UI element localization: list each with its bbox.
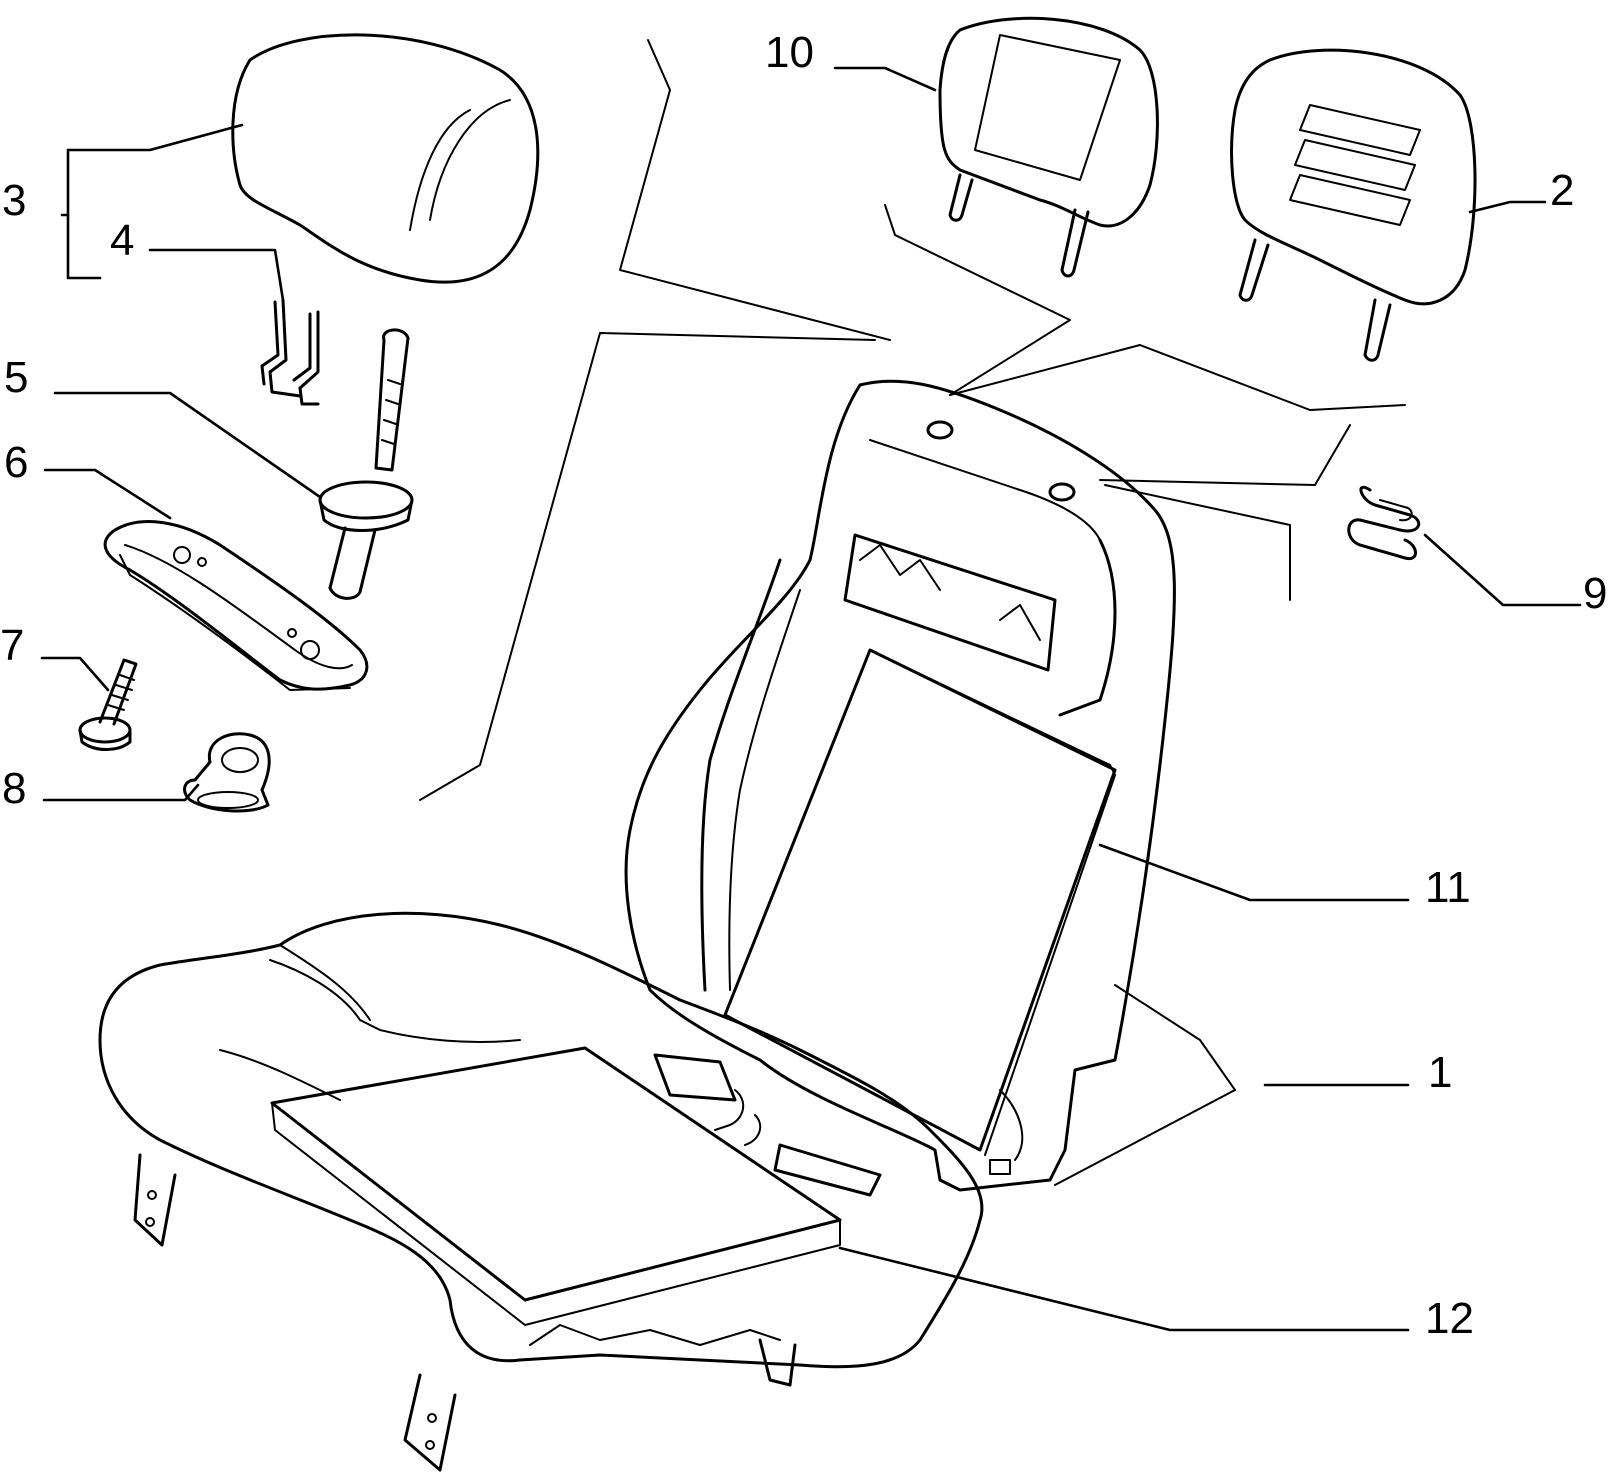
callout-5: 5 (4, 353, 28, 402)
callout-7: 7 (0, 621, 24, 670)
callout-4: 4 (110, 216, 134, 265)
callout-3: 3 (2, 176, 26, 225)
callout-11: 11 (1425, 863, 1471, 912)
callout-8: 8 (2, 764, 26, 813)
wire-clip-part-4 (260, 298, 320, 406)
callout-12: 12 (1425, 1294, 1474, 1343)
spring-clip-part-9 (1347, 485, 1421, 561)
headrest-part-10 (938, 16, 1159, 278)
seat-cushion (98, 911, 984, 1472)
callout-labels: 3 4 5 6 7 8 10 2 9 11 1 12 (0, 28, 1607, 1343)
callout-2: 2 (1550, 166, 1574, 215)
grommet-part-8 (183, 732, 271, 813)
screw-part-7 (78, 658, 138, 751)
callout-10: 10 (765, 28, 814, 77)
leader-lines (40, 66, 1582, 1332)
assembly-lines (419, 39, 1406, 1186)
headrest-part-3 (231, 33, 540, 284)
trim-plate-part-6 (103, 520, 369, 691)
callout-9: 9 (1583, 569, 1607, 618)
callout-1: 1 (1428, 1048, 1452, 1097)
seat-backrest (624, 379, 1176, 1192)
headrest-part-2 (1230, 48, 1477, 362)
guide-sleeve-part-5 (318, 328, 414, 600)
callout-6: 6 (4, 438, 28, 487)
